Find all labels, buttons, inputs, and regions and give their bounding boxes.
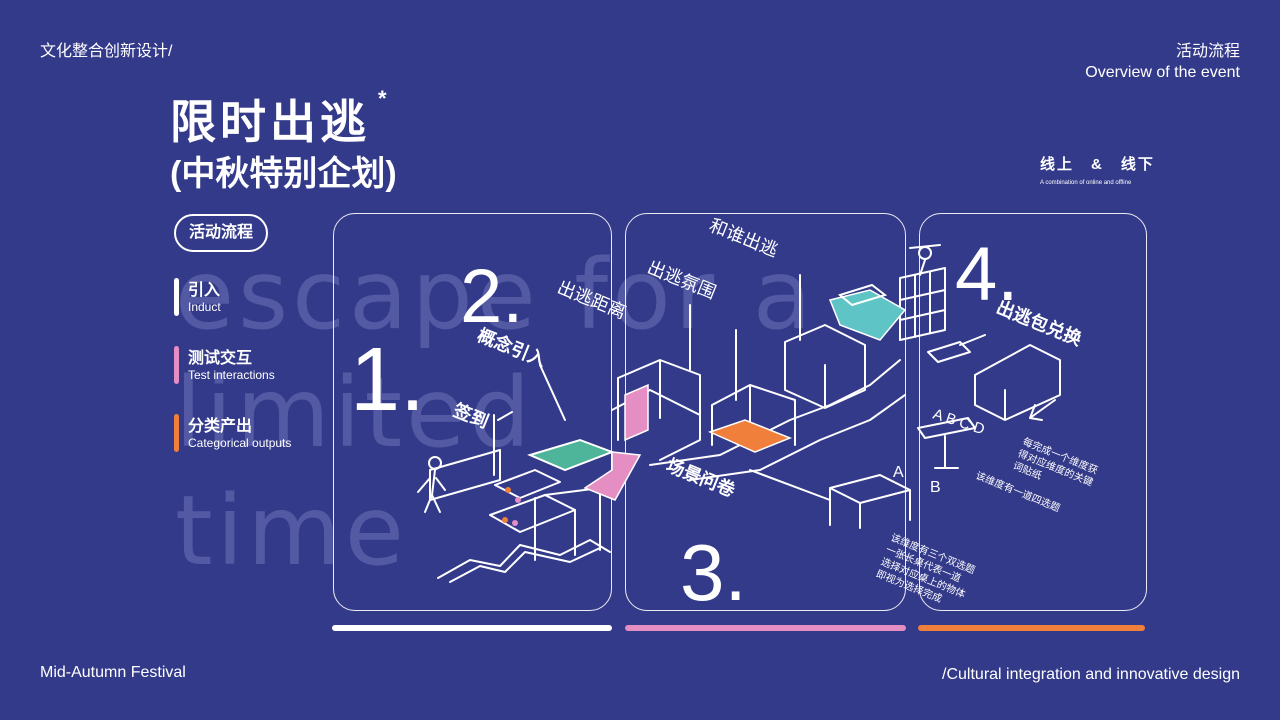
arrow-line [1029, 399, 1056, 421]
legend-label-cn: 引入 [188, 282, 221, 299]
festival-label: Mid-Autumn Festival [40, 664, 186, 681]
series-title: 文化整合创新设计/ [40, 43, 173, 60]
output-platform [707, 419, 793, 453]
step-number-3: 3. [680, 528, 747, 617]
signin-screen [429, 449, 501, 501]
stage-bar-test [625, 625, 906, 631]
stage-panel-intro [333, 213, 612, 611]
stage-bar-output [918, 625, 1145, 631]
label-option-b: B [930, 479, 941, 496]
watermark-line: time [175, 475, 408, 587]
person-icon [918, 246, 932, 260]
arrow-line [959, 334, 986, 346]
arrow-line [493, 411, 513, 476]
signin-platform [527, 438, 615, 472]
label-distance: 出逃距离 [555, 277, 629, 323]
background-watermark: escape for a limited time [175, 236, 816, 590]
booth-frame [711, 384, 796, 446]
dot-marker [502, 517, 508, 523]
section-title-en: Overview of the event [1085, 64, 1240, 81]
label-option-a: A [893, 464, 904, 481]
step-number-1: 1. [350, 330, 425, 430]
arrow-line [539, 364, 566, 421]
track-line [649, 359, 901, 466]
booth-frame [617, 359, 701, 441]
table-legs [534, 487, 601, 561]
legend-color-bar [174, 414, 179, 452]
legend-label-en: Categorical outputs [188, 436, 292, 450]
page-title: 限时出逃 * [170, 86, 391, 152]
question-table [829, 474, 911, 529]
signin-desk [494, 469, 561, 499]
step-number-2: 2. [460, 254, 523, 339]
table-icon [917, 417, 976, 469]
legend-color-bar [174, 346, 179, 384]
stage-bar-intro [332, 625, 612, 631]
legend-label-en: Test interactions [188, 368, 275, 382]
test-ramp [583, 451, 642, 501]
note-four-choice: 该维度有一道四选题 [974, 469, 1062, 515]
leader-line [689, 274, 801, 401]
arrow-line [749, 469, 831, 501]
design-label: /Cultural integration and innovative des… [942, 666, 1240, 683]
step-label-3: 场景问卷 [664, 454, 740, 501]
title-main: 限时出逃 [170, 96, 370, 148]
step-label-1: 签到 [450, 399, 492, 432]
booth-frame [784, 324, 866, 409]
walkway-path [449, 547, 601, 583]
person-icon [428, 456, 442, 470]
test-booth [624, 383, 649, 442]
step-label-4: 出逃包兑换 [994, 296, 1086, 350]
label-options-abcd: A B C D [931, 406, 987, 439]
online-offline-label: 线上 & 线下 [1040, 156, 1155, 173]
online-offline-caption: A combination of online and offline [1040, 180, 1132, 186]
person-icon [909, 244, 941, 276]
legend-label-cn: 测试交互 [188, 350, 253, 367]
stage-panel-output [919, 213, 1147, 611]
label-atmosphere: 出逃氛围 [645, 257, 719, 303]
watermark-line: escape for a [175, 239, 816, 351]
process-pill: 活动流程 [174, 214, 268, 252]
dot-marker [515, 497, 521, 503]
ticket-icon [927, 341, 971, 363]
step-number-4: 4. [955, 232, 1018, 317]
person-icon [417, 469, 446, 513]
exchange-box [974, 344, 1061, 421]
dot-marker [505, 487, 511, 493]
legend-label-cn: 分类产出 [188, 418, 253, 435]
section-title-cn: 活动流程 [1175, 43, 1240, 60]
page-subtitle: (中秋特别企划) [170, 155, 397, 193]
exchange-box-small [837, 283, 888, 307]
legend-label-en: Induct [188, 300, 221, 314]
dot-marker [512, 520, 518, 526]
title-asterisk: * [378, 86, 391, 111]
watermark-line: limited [175, 357, 535, 469]
table-top [489, 494, 576, 533]
locker-grid [899, 267, 946, 341]
track-line [689, 394, 906, 481]
legend-color-bar [174, 278, 179, 316]
walkway-path [437, 539, 611, 579]
label-with-whom: 和谁出逃 [707, 215, 781, 261]
